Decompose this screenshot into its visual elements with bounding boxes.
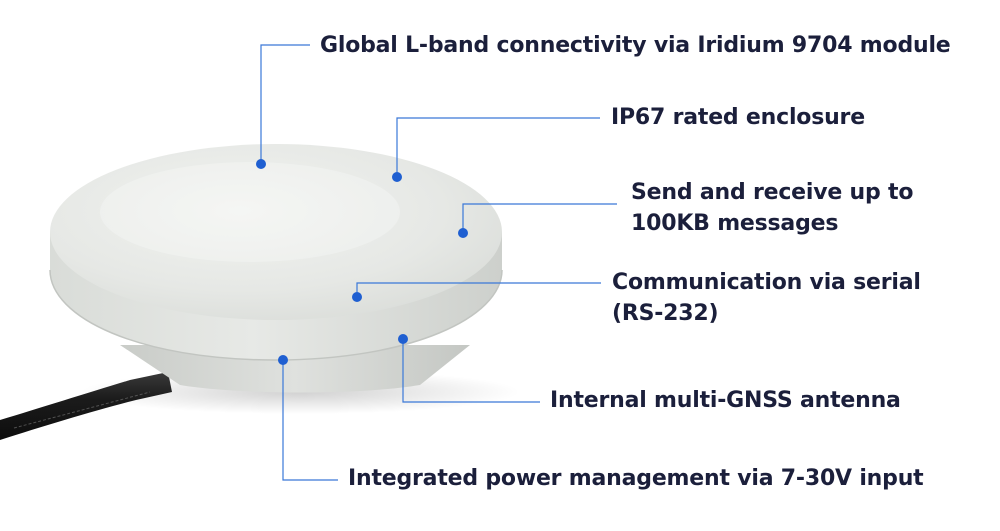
anchor-dots: [256, 159, 468, 365]
dot-ip67: [392, 172, 402, 182]
callout-global-connectivity: Global L-band connectivity via Iridium 9…: [320, 30, 951, 61]
leader-line-send: [462, 203, 617, 233]
leader-line-gnss: [402, 339, 540, 403]
dot-gnss: [398, 334, 408, 344]
leader-line-ip67: [396, 117, 600, 177]
callout-ip67-text: IP67 rated enclosure: [611, 105, 865, 130]
cable: [0, 372, 172, 440]
dot-power: [278, 355, 288, 365]
callout-send-receive: Send and receive up to 100KB messages: [631, 177, 913, 239]
enclosure-top-highlight: [100, 162, 400, 262]
enclosure-rim-edge: [49, 269, 503, 361]
callout-power-text: Integrated power management via 7-30V in…: [348, 466, 924, 491]
cable-print: [13, 391, 151, 429]
enclosure-top: [50, 144, 502, 320]
callout-power-management: Integrated power management via 7-30V in…: [348, 463, 924, 494]
callout-send-line-1: Send and receive up to: [631, 180, 914, 205]
callout-gnss-antenna: Internal multi-GNSS antenna: [550, 385, 901, 416]
callout-ip67-enclosure: IP67 rated enclosure: [611, 102, 865, 133]
callout-send-line-2: 100KB messages: [631, 211, 839, 236]
dot-global: [256, 159, 266, 169]
dot-send: [458, 228, 468, 238]
callout-comm-line-2: (RS-232): [612, 301, 719, 326]
leader-line-power: [282, 360, 338, 481]
callout-gnss-text: Internal multi-GNSS antenna: [550, 388, 901, 413]
leader-line-global: [260, 44, 310, 164]
callout-comm-line-1: Communication via serial: [612, 270, 921, 295]
callout-serial-communication: Communication via serial (RS-232): [612, 267, 921, 329]
callout-global-text: Global L-band connectivity via Iridium 9…: [320, 33, 951, 58]
dot-comm: [352, 292, 362, 302]
